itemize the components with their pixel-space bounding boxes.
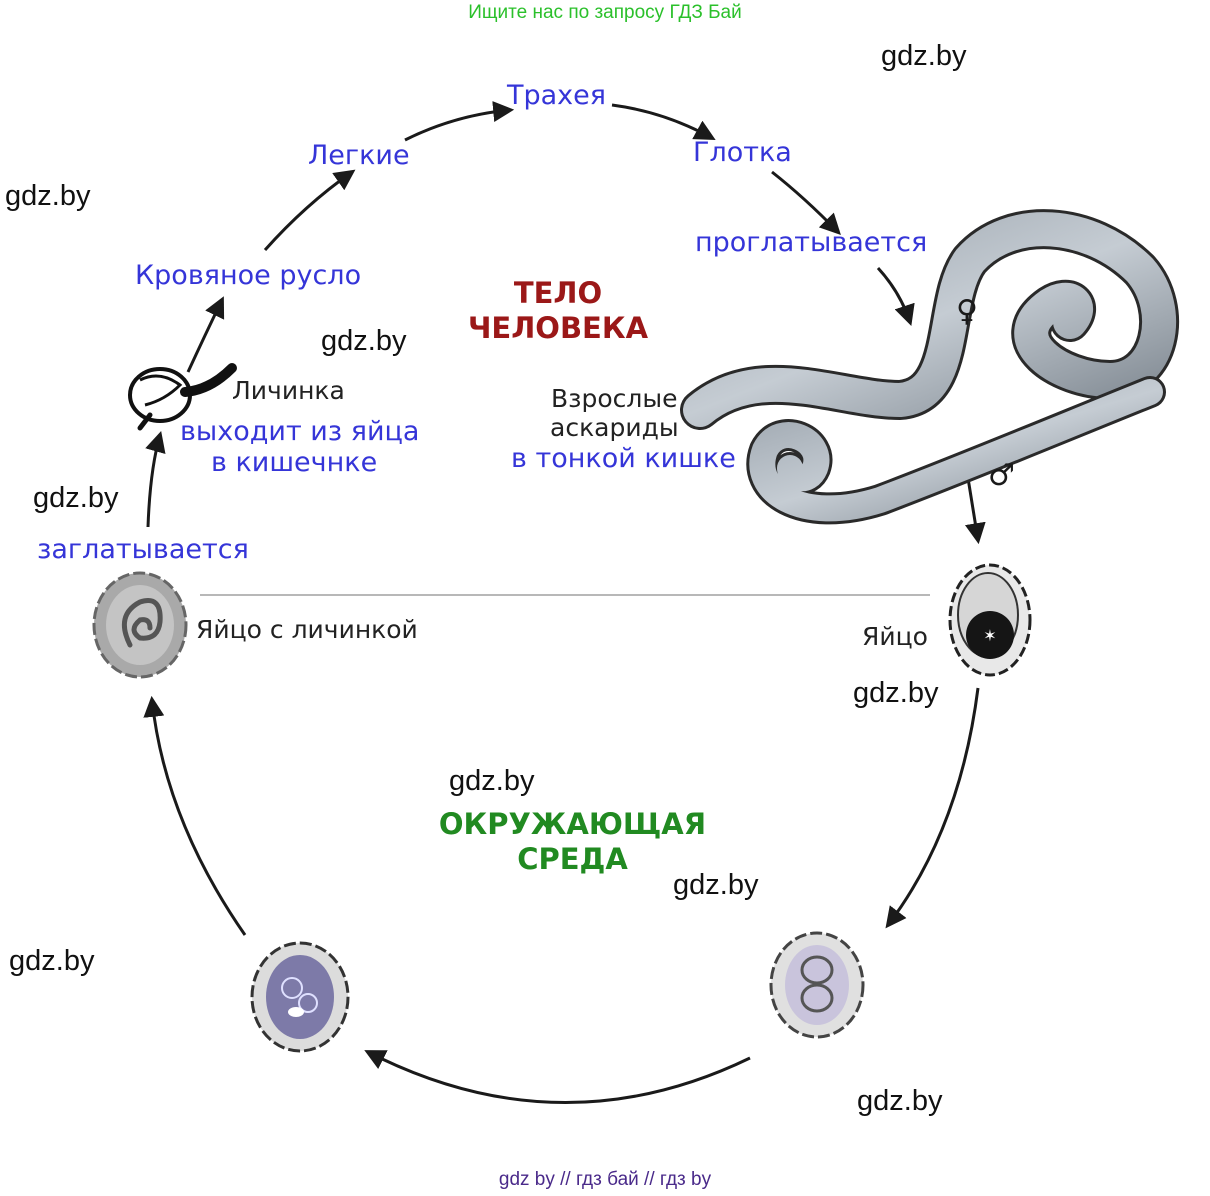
stage-adults-line3: в тонкой кишке bbox=[511, 443, 736, 474]
watermark: gdz.by bbox=[881, 40, 967, 72]
stage-egg: Яйцо bbox=[862, 622, 928, 651]
stage-pharynx: Глотка bbox=[693, 137, 792, 168]
arrow-larva-to-blood bbox=[186, 296, 225, 373]
stage-adults-line1: Взрослые bbox=[551, 384, 678, 413]
body-zone-line1: ТЕЛО bbox=[513, 276, 603, 310]
arrow-embryo-to-larva-egg bbox=[143, 695, 247, 936]
arrow-swallow-to-adults bbox=[876, 266, 915, 326]
stage-trachea: Трахея bbox=[507, 80, 607, 111]
egg-dividing-icon bbox=[769, 931, 865, 1039]
larva-icon bbox=[128, 363, 237, 431]
body-zone-label: ТЕЛО ЧЕЛОВЕКА bbox=[458, 276, 658, 346]
arrow-egg-to-division bbox=[885, 687, 980, 929]
female-symbol: ♀ bbox=[956, 294, 978, 329]
male-symbol: ♂ bbox=[988, 458, 1015, 493]
stage-swallowed-egg: заглатывается bbox=[37, 534, 249, 565]
stage-bloodstream: Кровяное русло bbox=[135, 260, 362, 291]
arrow-lungs-to-trachea bbox=[404, 101, 515, 142]
environment-zone-label: ОКРУЖАЮЩАЯ СРЕДА bbox=[430, 807, 715, 877]
egg-with-larva-icon bbox=[92, 571, 188, 679]
watermark: gdz.by bbox=[449, 765, 535, 797]
egg-embryo-icon bbox=[250, 941, 350, 1053]
watermark: gdz.by bbox=[857, 1085, 943, 1117]
stage-lungs: Легкие bbox=[308, 140, 410, 171]
watermark: gdz.by bbox=[5, 180, 91, 212]
arrow-egg-to-larva bbox=[145, 430, 166, 528]
environment-zone-line1: ОКРУЖАЮЩАЯ bbox=[438, 807, 707, 841]
watermark: gdz.by bbox=[33, 482, 119, 514]
arrow-division-to-embryo bbox=[364, 1050, 751, 1105]
watermark: gdz.by bbox=[673, 869, 759, 901]
stage-larva: Личинка bbox=[232, 376, 345, 405]
arrow-pharynx-to-swallow bbox=[771, 170, 841, 236]
watermark: gdz.by bbox=[853, 677, 939, 709]
arrow-blood-to-lungs bbox=[263, 169, 356, 251]
top-banner[interactable]: Ищите нас по запросу ГДЗ Бай bbox=[468, 2, 742, 23]
arrow-adults-to-egg bbox=[964, 477, 986, 545]
svg-text:✶: ✶ bbox=[983, 626, 996, 645]
arrow-trachea-to-pharynx bbox=[611, 103, 716, 141]
stage-adults-line2: аскариды bbox=[550, 413, 679, 442]
egg-icon: ✶ bbox=[948, 563, 1032, 677]
stage-larva-exit-line2: в кишечнке bbox=[211, 447, 378, 478]
worm-male-icon bbox=[746, 376, 1166, 525]
cycle-arrows bbox=[143, 101, 986, 1105]
footer-links[interactable]: gdz by // гдз бай // гдз by bbox=[498, 1169, 712, 1190]
stage-egg-with-larva: Яйцо с личинкой bbox=[196, 615, 418, 644]
stage-swallowed: проглатывается bbox=[695, 227, 928, 258]
body-zone-line2: ЧЕЛОВЕКА bbox=[467, 311, 649, 345]
watermark: gdz.by bbox=[321, 325, 407, 357]
environment-zone-line2: СРЕДА bbox=[517, 842, 628, 876]
stage-larva-exit-line1: выходит из яйца bbox=[180, 416, 420, 447]
worm-female-icon bbox=[680, 209, 1180, 430]
watermark: gdz.by bbox=[9, 945, 95, 977]
